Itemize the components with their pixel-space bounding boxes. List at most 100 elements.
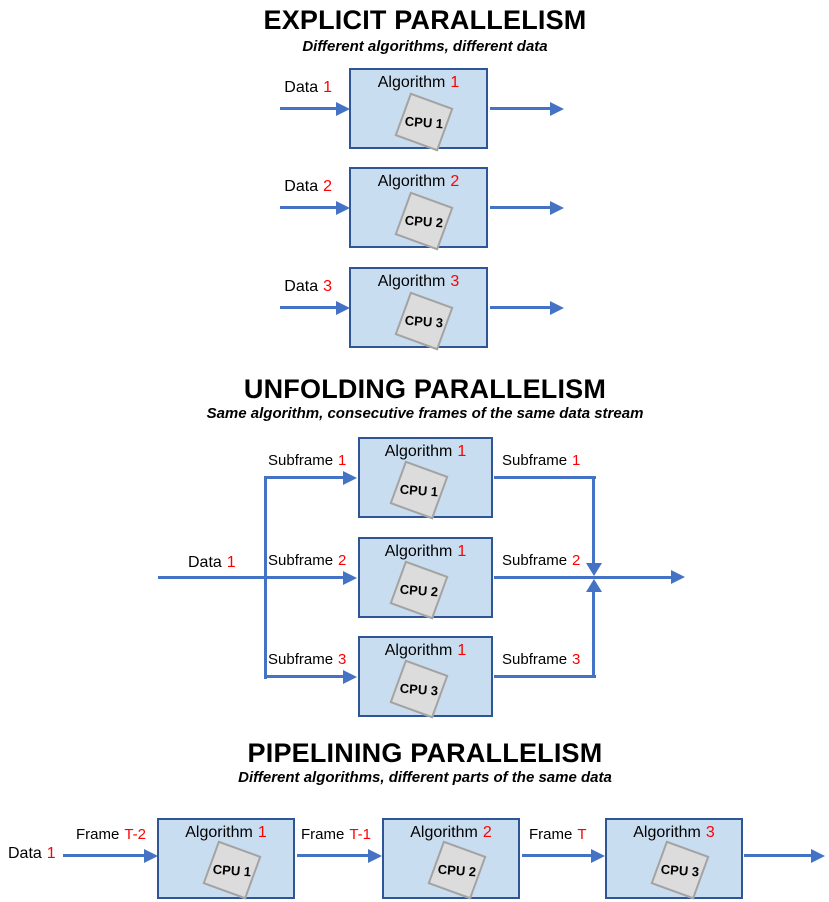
subframe-in-text: Subframe [268,552,334,569]
algorithm-label-text: Algorithm [633,824,701,841]
cpu-chip: CPU 2 [394,191,454,251]
cpu-label: CPU 1 [212,861,252,879]
data-label-number: 2 [323,178,332,195]
stage-arrowhead-icon [591,849,605,863]
cpu-chip: CPU 1 [202,840,262,900]
data-label-number: 3 [323,278,332,295]
cpu-chip: CPU 2 [427,840,487,900]
cpu-chip: CPU 1 [394,92,454,152]
cpu-label: CPU 3 [404,312,444,330]
input-arrow-line [280,107,336,110]
stage-arrow-line [297,854,368,857]
input-arrow-line [280,206,336,209]
data-label-number: 1 [323,79,332,96]
algorithm-label-number: 1 [457,642,467,659]
subframe-out-text: Subframe [502,452,568,469]
subframe-out-text: Subframe [502,552,568,569]
algorithm-label-number: 1 [257,824,267,841]
stage-arrow-line [522,854,591,857]
frame-label-number: T-1 [349,826,372,843]
subframe-in-number: 3 [338,651,347,668]
input-arrowhead-icon [336,102,350,116]
cpu-label: CPU 1 [399,481,439,499]
cpu-label: CPU 2 [404,212,444,230]
input-arrow-line [280,306,336,309]
frame-label-number: T [577,826,587,843]
main-out-arrow-line [494,576,671,579]
data-label-text: Data [8,845,42,862]
data-label-text: Data [284,178,319,195]
data-label-text: Data [284,278,319,295]
data-label-text: Data [188,554,222,571]
algorithm-label-text: Algorithm [384,543,453,560]
frame-label-text: Frame [76,826,120,843]
output-arrowhead-icon [550,102,564,116]
explicit-subtitle: Different algorithms, different data [302,38,548,55]
branch-arrowhead-icon [343,571,357,585]
branch-vertical-line [264,476,267,679]
stage-arrow-line [63,854,144,857]
converge-up-arrowhead-icon [586,579,602,592]
data-label-number: 1 [46,845,56,862]
pipelining-title: PIPELINING PARALLELISM [247,738,603,768]
collect-vertical-top-line [592,477,595,563]
cpu-label: CPU 1 [404,113,444,131]
cpu-label: CPU 2 [437,861,477,879]
cpu-label: CPU 3 [660,861,700,879]
cpu-chip: CPU 1 [389,460,449,520]
output-arrowhead-icon [550,301,564,315]
collect-vertical-bottom-line [592,592,595,678]
cpu-chip: CPU 2 [389,560,449,620]
algorithm-label-number: 3 [705,824,715,841]
branch-arrowhead-icon [343,670,357,684]
stage-arrowhead-icon [144,849,158,863]
frame-label-text: Frame [301,826,345,843]
output-arrow-line [744,854,811,857]
algorithm-label-text: Algorithm [377,74,446,91]
branch-arrowhead-icon [343,471,357,485]
frame-label-text: Frame [529,826,573,843]
algorithm-label-text: Algorithm [377,273,446,290]
cpu-label: CPU 2 [399,581,439,599]
unfolding-subtitle: Same algorithm, consecutive frames of th… [206,405,644,422]
algorithm-label-text: Algorithm [410,824,478,841]
subframe-out-text: Subframe [502,651,568,668]
branch-arrow-line [266,675,343,678]
frame-label-number: T-2 [124,826,147,843]
algorithm-label-text: Algorithm [185,824,253,841]
algorithm-label-number: 1 [457,443,467,460]
output-arrowhead-icon [811,849,825,863]
algorithm-label-text: Algorithm [377,173,446,190]
cpu-chip: CPU 3 [389,659,449,719]
collect-arrow-line [494,675,596,678]
cpu-chip: CPU 3 [394,291,454,351]
data-label-number: 1 [226,554,236,571]
algorithm-label-text: Algorithm [384,443,453,460]
subframe-in-text: Subframe [268,452,334,469]
output-arrow-line [490,206,550,209]
